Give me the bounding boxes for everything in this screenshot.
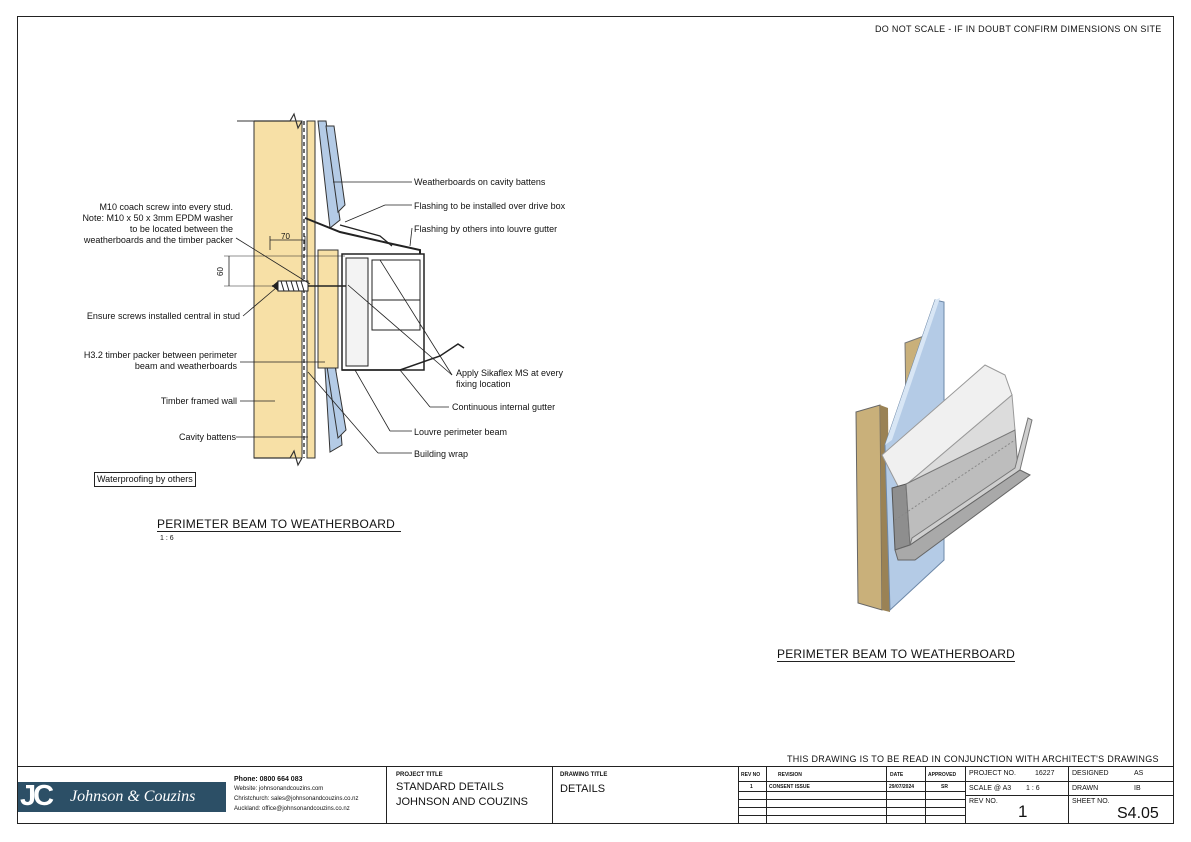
note-coach-screw-2: Note: M10 x 50 x 3mm EPDM washer — [82, 213, 233, 223]
rev-row-no: 1 — [750, 784, 753, 790]
note-timber-framed-wall: Timber framed wall — [160, 396, 237, 406]
revno-label: REV NO. — [969, 798, 998, 805]
rev-header-date: DATE — [890, 772, 904, 778]
section-title: PERIMETER BEAM TO WEATHERBOARD — [157, 517, 402, 532]
note-waterproofing-box: Waterproofing by others — [94, 472, 196, 487]
rev-row-revision: CONSENT ISSUE — [769, 784, 810, 790]
drawn-value: IB — [1134, 785, 1141, 792]
project-title-label: PROJECT TITLE — [396, 772, 443, 778]
iso-title: PERIMETER BEAM TO WEATHERBOARD — [777, 647, 1016, 662]
note-building-wrap: Building wrap — [414, 449, 469, 459]
contact-website: Website: johnsonandcouzins.com — [234, 786, 324, 792]
rev-header-no: REV NO — [741, 772, 761, 778]
drawn-label: DRAWN — [1072, 785, 1099, 792]
rev-header-approved: APPROVED — [928, 772, 957, 778]
contact-christchurch: Christchurch: sales@johnsonandcouzins.co… — [234, 796, 359, 802]
section-scale: 1 : 6 — [160, 535, 174, 542]
rev-row-date: 29/07/2024 — [889, 784, 915, 790]
timber-packer — [317, 249, 339, 369]
note-internal-gutter: Continuous internal gutter — [452, 402, 556, 412]
weatherboard-upper — [317, 120, 341, 229]
note-coach-screw-3: to be located between the — [129, 224, 233, 234]
project-no-value: 16227 — [1035, 770, 1055, 777]
contact-phone: Phone: 0800 664 083 — [234, 776, 303, 783]
project-title-1: STANDARD DETAILS — [396, 781, 504, 793]
break-mark-top — [254, 112, 303, 130]
contact-auckland: Auckland: office@johnsonandcouzins.co.nz — [234, 806, 350, 812]
project-title-2: JOHNSON AND COUZINS — [396, 796, 529, 808]
note-coach-screw-1: M10 coach screw into every stud. — [99, 202, 233, 212]
note-cavity-battens: Cavity battens — [178, 432, 236, 442]
note-flashing-drive-box: Flashing to be installed over drive box — [414, 201, 566, 211]
designed-label: DESIGNED — [1072, 770, 1109, 777]
note-timber-packer-1: H3.2 timber packer between perimeter — [83, 350, 237, 360]
note-coach-screw-4: weatherboards and the timber packer — [83, 235, 233, 245]
conjunction-notice: THIS DRAWING IS TO BE READ IN CONJUNCTIO… — [787, 754, 1159, 764]
note-timber-packer-2: beam and weatherboards — [134, 361, 237, 371]
note-weatherboards: Weatherboards on cavity battens — [414, 177, 546, 187]
logo: JC Johnson & Couzins — [18, 780, 226, 812]
rev-header-revision: REVISION — [778, 772, 802, 778]
note-screws-central: Ensure screws installed central in stud — [86, 311, 240, 321]
break-mark-bottom — [254, 449, 303, 467]
sheet-label: SHEET NO. — [1072, 798, 1110, 805]
note-perimeter-beam: Louvre perimeter beam — [414, 427, 508, 437]
note-flashing-louvre: Flashing by others into louvre gutter — [414, 224, 558, 234]
project-no-label: PROJECT NO. — [969, 770, 1016, 777]
rev-row-approved: SR — [941, 784, 948, 790]
designed-value: AS — [1134, 770, 1144, 777]
note-sikaflex-2: fixing location — [456, 379, 511, 389]
scale-label: SCALE @ A3 — [969, 785, 1012, 792]
scale-value: 1 : 6 — [1026, 785, 1040, 792]
note-sikaflex-1: Apply Sikaflex MS at every — [456, 368, 564, 378]
sheet-value: S4.05 — [1117, 805, 1159, 822]
drawing-title-label: DRAWING TITLE — [560, 772, 608, 778]
revno-value: 1 — [1018, 802, 1028, 821]
logo-initials: JC — [20, 780, 54, 812]
do-not-scale-notice: DO NOT SCALE - IF IN DOUBT CONFIRM DIMEN… — [875, 24, 1162, 34]
drawing-title: DETAILS — [560, 783, 606, 795]
logo-name: Johnson & Couzins — [70, 788, 196, 805]
dimension-horizontal: 70 — [281, 232, 290, 241]
